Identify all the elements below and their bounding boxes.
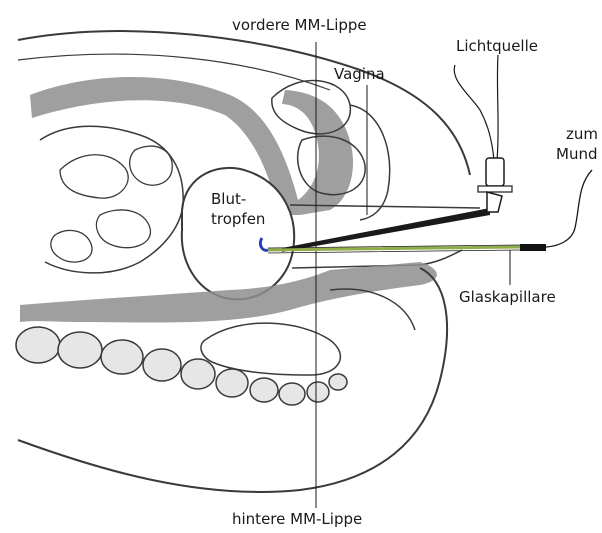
label-blut: Blut- [211, 190, 246, 209]
light-source-elbow [487, 192, 502, 212]
label-lichtquelle: Lichtquelle [456, 37, 538, 56]
vertebra [307, 382, 329, 402]
vertebra [181, 359, 215, 389]
vertebra [250, 378, 278, 402]
label-mund: Mund [556, 145, 597, 164]
fetal-limb-2 [96, 210, 150, 248]
fetal-limb-1 [60, 155, 128, 198]
light-cable-2 [497, 55, 498, 160]
capillary-black-tube [520, 244, 546, 251]
light-source [454, 55, 512, 212]
vertebra [143, 349, 181, 381]
spine [16, 327, 347, 405]
rectum-outline [201, 323, 340, 375]
label-vagina: Vagina [334, 65, 385, 84]
vertebra [279, 383, 305, 405]
mouth-tube [546, 170, 592, 247]
vertebra [58, 332, 102, 368]
vertebra [16, 327, 60, 363]
label-vordere-mm-lippe: vordere MM-Lippe [232, 16, 367, 35]
label-glaskapillare: Glaskapillare [459, 288, 556, 307]
label-zum: zum [566, 125, 598, 144]
label-tropfen: tropfen [211, 210, 265, 229]
fetal-limb-4 [51, 230, 92, 262]
light-source-collar [478, 186, 512, 192]
fetal-limb-3 [130, 146, 173, 185]
labia-outline [350, 105, 390, 220]
label-hintere-mm-lippe: hintere MM-Lippe [232, 510, 362, 529]
light-source-body [486, 158, 504, 186]
vertebra [216, 369, 248, 397]
vertebra [101, 340, 143, 374]
vertebra [329, 374, 347, 390]
